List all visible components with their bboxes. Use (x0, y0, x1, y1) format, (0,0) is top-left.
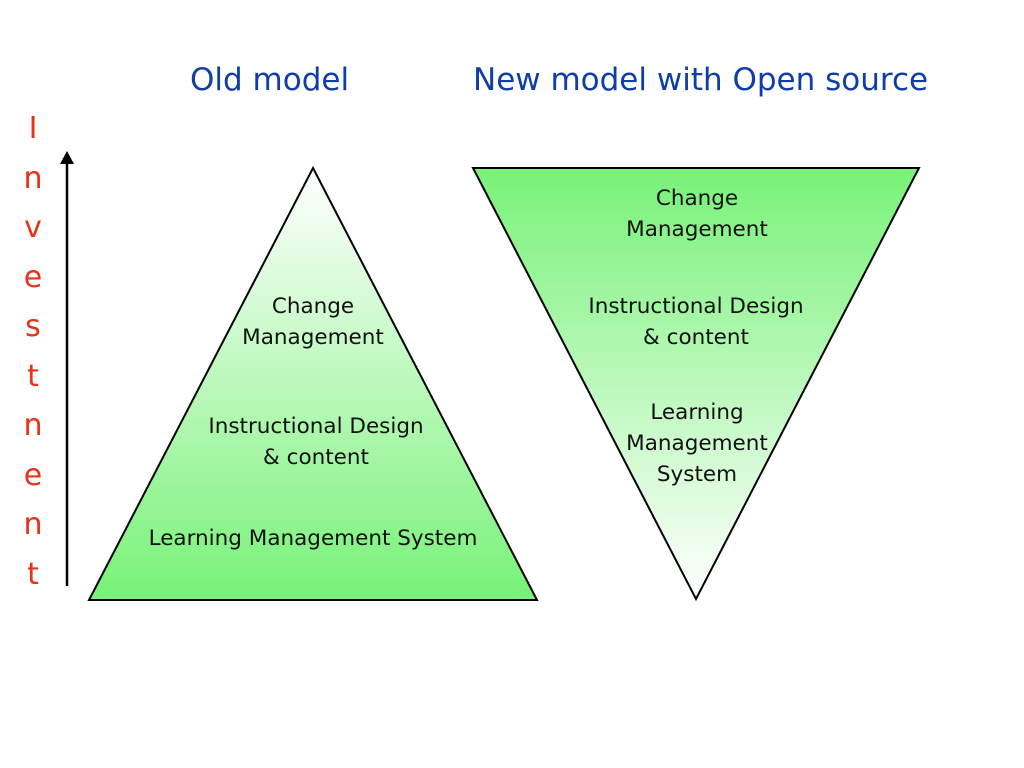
axis-letter: n (23, 160, 43, 196)
axis-letter: n (23, 408, 43, 443)
axis-letter: n (23, 507, 43, 542)
axis-letter: v (24, 210, 42, 245)
new-model-title: New model with Open source (473, 62, 929, 98)
new-tier-change-management: Change Management (626, 186, 768, 242)
axis-letter: t (27, 358, 39, 394)
axis-letter: s (25, 309, 41, 344)
old-model-pyramid (87, 165, 539, 601)
new-model-inverted-pyramid (471, 167, 921, 602)
old-model-title: Old model (190, 62, 350, 98)
axis-letter: I (28, 111, 38, 146)
investment-axis-label: I n v e s t n e n t (18, 104, 48, 599)
axis-letter: e (23, 457, 43, 493)
investment-arrow-head (60, 151, 74, 164)
new-tier-learning-management-system: Learning Management System (626, 400, 768, 487)
axis-letter: e (23, 259, 43, 295)
axis-letter: t (27, 556, 39, 592)
new-tier-instructional-design: Instructional Design & content (588, 294, 804, 350)
old-tier-learning-management-system: Learning Management System (148, 526, 478, 551)
old-tier-instructional-design: Instructional Design & content (208, 414, 424, 470)
old-tier-change-management: Change Management (242, 294, 384, 350)
